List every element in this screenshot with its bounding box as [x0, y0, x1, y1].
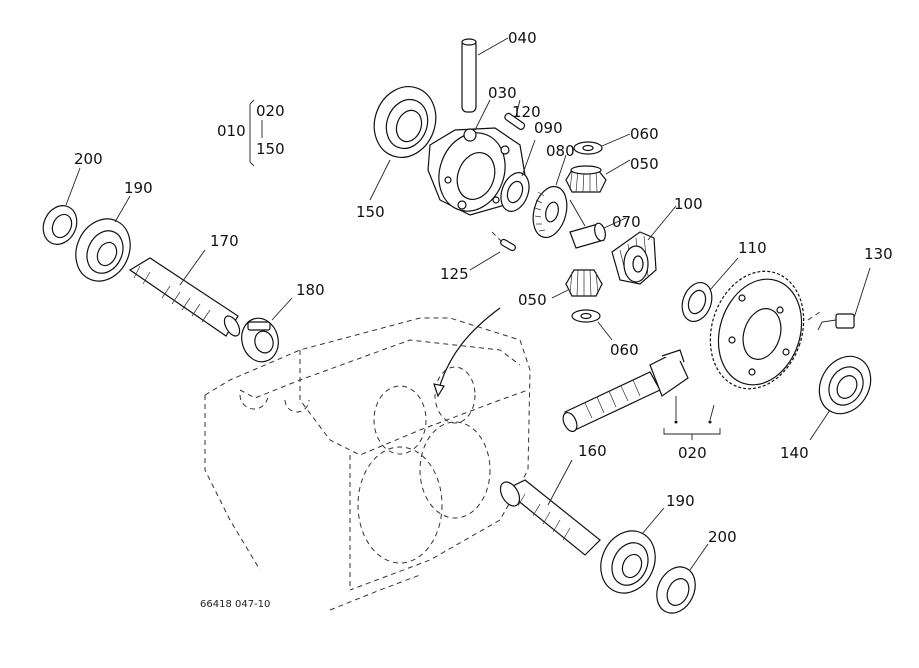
callout-090: 090: [534, 119, 563, 137]
callout-160: 160: [578, 442, 607, 460]
callout-050-bottom: 050: [518, 291, 547, 309]
group-020-bracket: [663, 396, 721, 440]
assembly-key-parent: 010: [217, 122, 246, 140]
callout-060-bottom: 060: [610, 341, 639, 359]
callout-190-right: 190: [666, 492, 695, 510]
part-120-pin: [504, 112, 526, 131]
callout-050-top: 050: [630, 155, 659, 173]
callout-110: 110: [738, 239, 767, 257]
part-140-bearing: [818, 355, 872, 415]
part-060-washer-top: [573, 141, 603, 155]
callout-100: 100: [674, 195, 703, 213]
transmission-case: [204, 317, 531, 611]
assembly-key-bracket: [249, 99, 263, 167]
callout-200-right: 200: [708, 528, 737, 546]
part-190-bearing-left: [75, 218, 131, 282]
part-050-pinion-bottom: [565, 269, 603, 297]
callout-200-left: 200: [74, 150, 103, 168]
callout-020: 020: [678, 444, 707, 462]
part-200-seal-left: [42, 205, 78, 245]
assembly-key-child-bottom: 150: [256, 140, 285, 158]
callout-070: 070: [612, 213, 641, 231]
part-125-pin: [491, 231, 516, 252]
part-150-bearing: [373, 86, 437, 158]
callout-125: 125: [440, 265, 469, 283]
part-040-pin: [461, 38, 477, 113]
part-070-pinion-shaft: [569, 222, 606, 249]
part-160-output-shaft: [499, 479, 601, 556]
assembly-key-child-top: 020: [256, 102, 285, 120]
part-080-side-gear: [532, 185, 568, 239]
drawing-code: 66418 047-10: [200, 599, 270, 610]
part-170-output-shaft: [128, 257, 241, 337]
part-060-washer-bottom: [571, 309, 601, 323]
part-110-washer: [681, 282, 713, 322]
part-130-bolt: [817, 313, 855, 331]
part-020-ring-gear: [709, 270, 805, 390]
leader-line: [437, 307, 501, 393]
part-050-pinion-top: [565, 165, 607, 193]
part-020-bevel-pinion-shaft: [562, 349, 689, 433]
callout-170: 170: [210, 232, 239, 250]
part-190-bearing-right: [600, 530, 656, 594]
part-180-collar: [241, 317, 279, 363]
part-100-drive-pinion: [611, 231, 657, 285]
leader-arrowhead: [433, 383, 445, 398]
callout-040: 040: [508, 29, 537, 47]
callout-080: 080: [546, 142, 575, 160]
part-090-washer: [500, 172, 530, 212]
callout-190-left: 190: [124, 179, 153, 197]
callout-130: 130: [864, 245, 893, 263]
callout-120: 120: [512, 103, 541, 121]
callout-180: 180: [296, 281, 325, 299]
callout-030: 030: [488, 84, 517, 102]
callout-140: 140: [780, 444, 809, 462]
part-200-seal-right: [656, 566, 696, 614]
callout-150: 150: [356, 203, 385, 221]
callout-060-top: 060: [630, 125, 659, 143]
